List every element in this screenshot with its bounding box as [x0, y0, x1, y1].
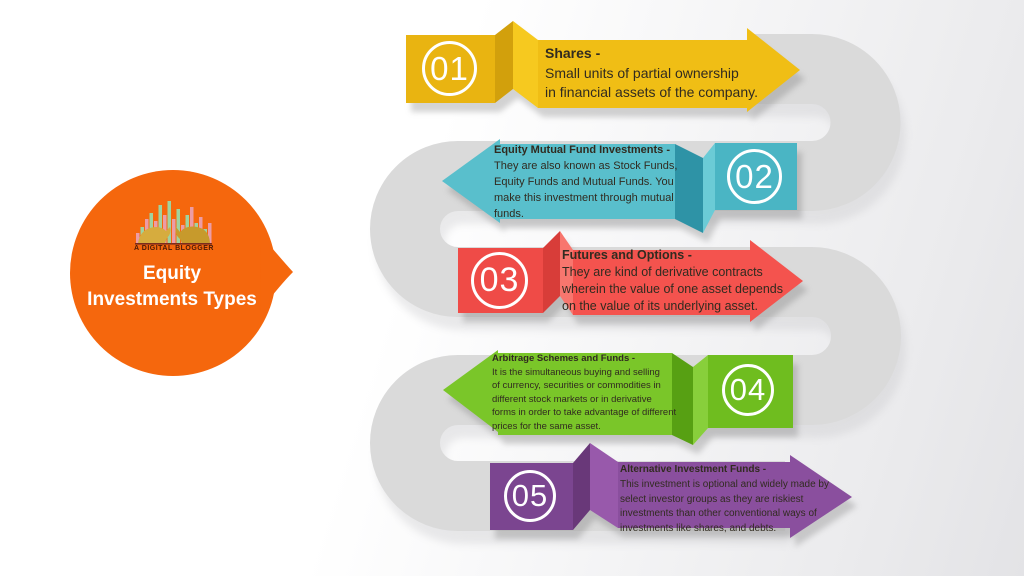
step-3-arrow: 03 Futures and Options - They are kind o…: [458, 231, 804, 323]
bull-silhouette: [138, 227, 171, 243]
step-number: 04: [729, 372, 767, 407]
step-1-text: Shares - Small units of partial ownershi…: [545, 44, 785, 103]
step-number: 05: [511, 478, 549, 513]
step-number: 03: [479, 261, 520, 299]
step-description: This investment is optional and widely m…: [620, 478, 829, 535]
step-description: They are kind of derivative contracts wh…: [562, 265, 783, 313]
step-5-number-badge: 05: [504, 470, 556, 522]
speech-bubble-shape: [70, 170, 293, 376]
infographic-title: Equity Investments Types: [87, 263, 257, 310]
step-title: Shares -: [545, 45, 601, 61]
step-2-text: Equity Mutual Fund Investments - They ar…: [494, 142, 689, 222]
step-3-number-badge: 03: [471, 252, 528, 309]
step-3-text: Futures and Options - They are kind of d…: [562, 247, 802, 315]
step-1-arrow-shape: [406, 21, 800, 112]
step-title: Futures and Options -: [562, 248, 692, 262]
step-2-number-badge: 02: [727, 149, 782, 204]
step-1-arrow: 01 Shares - Small units of partial owner…: [405, 21, 801, 114]
step-title: Alternative Investment Funds -: [620, 464, 767, 475]
step-description: Small units of partial ownership in fina…: [545, 64, 758, 101]
step-4-number-badge: 04: [722, 364, 774, 416]
step-5-arrow-shape: [490, 443, 852, 538]
bull-bear-chart-icon: [135, 201, 212, 245]
logo-baseline: [135, 243, 212, 245]
step-title: Equity Mutual Fund Investments -: [494, 144, 671, 156]
speech-bubble-tail: [260, 235, 293, 311]
step-4-arrow: 04 Arbitrage Schemes and Funds - It is t…: [443, 348, 793, 446]
step-2-arrow: 02 Equity Mutual Fund Investments - They…: [442, 136, 798, 237]
step-5-text: Alternative Investment Funds - This inve…: [620, 463, 848, 537]
bear-silhouette: [175, 226, 210, 243]
brand-caption: A DIGITAL BLOGGER: [134, 245, 214, 252]
step-description: It is the simultaneous buying and sellin…: [492, 366, 677, 432]
step-title: Arbitrage Schemes and Funds -: [492, 353, 636, 364]
step-4-text: Arbitrage Schemes and Funds - It is the …: [492, 352, 710, 434]
step-1-number-badge: 01: [422, 41, 477, 96]
step-number: 01: [430, 49, 469, 87]
step-number: 02: [735, 157, 774, 195]
step-5-arrow: 05 Alternative Investment Funds - This i…: [490, 443, 852, 539]
step-description: They are also known as Stock Funds, Equi…: [494, 160, 678, 220]
